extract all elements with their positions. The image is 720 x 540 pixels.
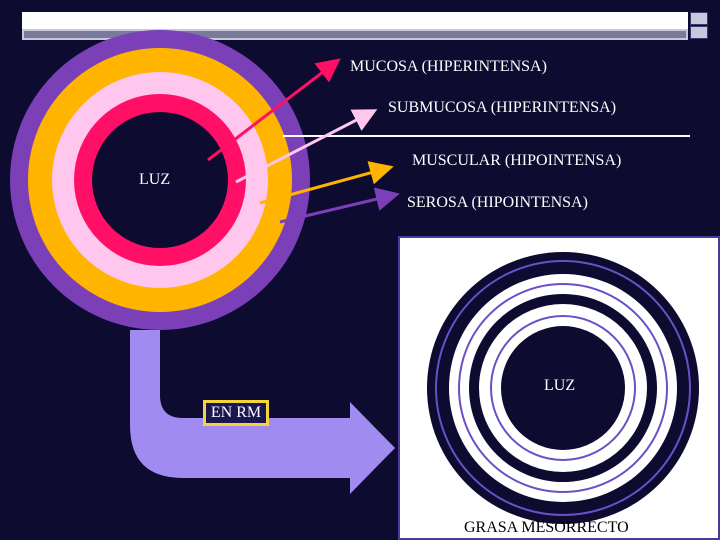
big-curved-arrow: [130, 330, 395, 494]
lumen-label-right: LUZ: [544, 377, 576, 394]
mri-ring-line-2: [458, 283, 668, 493]
muscular-arrow: [259, 161, 394, 205]
mri-rings: [427, 252, 699, 524]
mri-lumen: [501, 326, 625, 450]
mri-ring-line-1: [435, 260, 691, 516]
grasa-mesorrecto-label: GRASA MESORRECTO: [464, 519, 629, 536]
header-box-top: [690, 12, 708, 25]
header-bar: [22, 12, 708, 40]
muscular-label: MUSCULAR (HIPOINTENSA): [412, 152, 622, 169]
submucosa-label: SUBMUCOSA (HIPERINTENSA): [388, 99, 617, 116]
header-box-bottom: [690, 26, 708, 39]
mucosa-arrow: [207, 58, 341, 162]
serosa-arrow: [279, 187, 400, 224]
mri-ring-line-3: [490, 315, 636, 461]
en-rm-label: EN RM: [203, 400, 269, 426]
lumen: [92, 112, 228, 248]
mri-panel: [398, 236, 720, 540]
submucosa-arrow: [235, 109, 378, 184]
lumen-label-left: LUZ: [139, 171, 171, 188]
serosa-label: SEROSA (HIPOINTENSA): [407, 194, 588, 211]
mucosa-label: MUCOSA (HIPERINTENSA): [350, 58, 547, 75]
